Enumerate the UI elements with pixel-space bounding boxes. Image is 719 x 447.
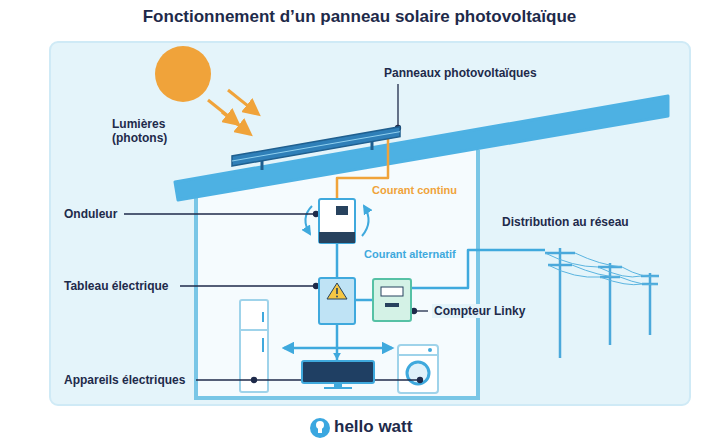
television-shape <box>298 360 378 390</box>
connector <box>337 244 338 277</box>
roof <box>175 96 668 200</box>
node-label: Tableau électrique <box>62 279 170 293</box>
diagram-title: Fonctionnement d’un panneau solaire phot… <box>0 7 719 27</box>
electrical-panel: Tableau électrique <box>318 277 356 325</box>
light-label: Lumières (photons) <box>112 117 190 145</box>
television: Appareils électriques <box>298 360 378 390</box>
power-grid-shape <box>545 245 668 360</box>
connector <box>333 325 341 360</box>
node-label: Distribution au réseau <box>500 215 631 229</box>
sun <box>155 46 211 102</box>
solar-panel-shape <box>232 126 400 166</box>
light-rays <box>208 90 258 134</box>
node-label: Onduleur <box>62 207 119 221</box>
washing-machine <box>398 345 438 393</box>
inverter-box: Onduleur <box>318 198 356 244</box>
linky-meter-shape <box>372 278 412 322</box>
connector-line <box>336 244 339 277</box>
connector <box>356 300 372 301</box>
fridge <box>240 300 268 392</box>
edge-label: Courant alternatif <box>362 247 458 261</box>
node-label: Compteur Linky <box>432 304 527 318</box>
background-panel <box>50 42 690 405</box>
inverter-box-shape <box>318 198 356 244</box>
linky-meter: Compteur Linky <box>372 278 412 322</box>
power-grid: Distribution au réseau <box>545 245 668 360</box>
logo-icon <box>310 418 330 438</box>
node-label: Panneaux photovoltaïques <box>382 66 539 80</box>
electrical-panel-shape <box>318 277 356 325</box>
arrowhead <box>333 353 341 360</box>
connector-line <box>356 299 372 302</box>
solar-panel: Panneaux photovoltaïques <box>232 126 400 166</box>
node-label: Appareils électriques <box>62 373 187 387</box>
leader-lines <box>124 84 428 383</box>
logo-text: hello watt <box>334 417 412 437</box>
edge-label: Courant continu <box>370 183 459 197</box>
